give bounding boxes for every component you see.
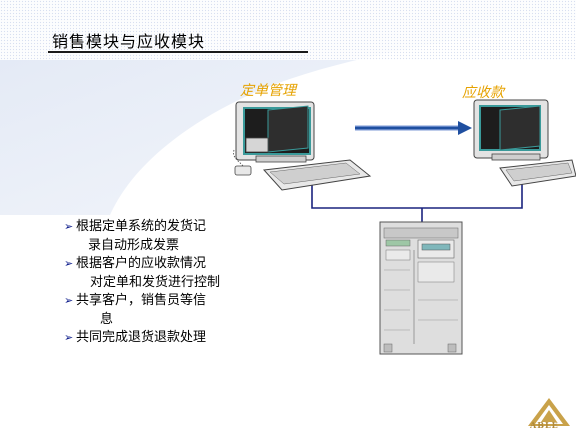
bullet-text: 息 [100, 311, 114, 327]
able-logo-icon [528, 398, 570, 426]
bullet-text: 根据客户的应收款情况 [76, 256, 207, 271]
bullet-item: ➢ 共享客户，销售员等信 息 [64, 292, 264, 329]
arrow-bullet-icon: ➢ [64, 257, 74, 270]
bullet-text: 共享客户，销售员等信 [76, 293, 207, 308]
title-underline [48, 51, 308, 53]
network-connectors [311, 172, 523, 222]
bullet-text: 录自动形成发票 [88, 237, 180, 253]
arrow-bullet-icon: ➢ [64, 294, 74, 307]
bullet-item: ➢ 根据客户的应收款情况 对定单和发货进行控制 [64, 255, 264, 292]
order-management-workstation [233, 101, 372, 191]
receivables-workstation [473, 99, 576, 187]
order-management-label: 定单管理 [240, 83, 296, 99]
arrow-bullet-icon: ➢ [64, 331, 74, 344]
bullet-item: ➢ 共同完成退货退款处理 [64, 329, 264, 348]
slide-title: 销售模块与应收模块 [52, 32, 206, 51]
bullet-text: 对定单和发货进行控制 [90, 274, 221, 290]
feature-bullet-list: ➢ 根据定单系统的发货记 录自动形成发票 ➢ 根据客户的应收款情况 对定单和发货… [64, 218, 264, 348]
data-flow-arrow [355, 121, 472, 135]
bullet-text: 共同完成退货退款处理 [76, 330, 207, 345]
bullet-item: ➢ 根据定单系统的发货记 录自动形成发票 [64, 218, 264, 255]
logo-text: ABLE [530, 420, 559, 430]
arrow-bullet-icon: ➢ [64, 220, 74, 233]
receivables-label: 应收款 [462, 85, 504, 101]
bullet-text: 根据定单系统的发货记 [76, 219, 207, 234]
server-cabinet [379, 221, 463, 355]
